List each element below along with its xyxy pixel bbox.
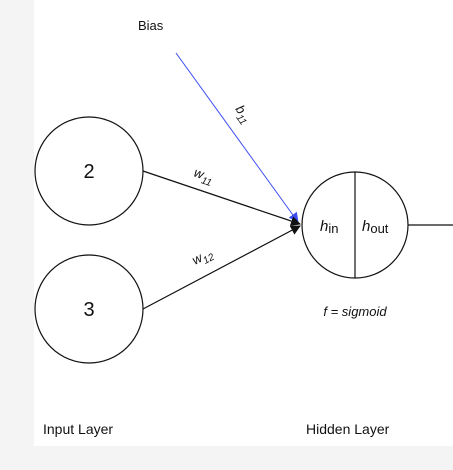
weight-label-2: w12 (189, 245, 216, 272)
weight-arrow-2 (142, 225, 301, 310)
hidden-layer-label: Hidden Layer (306, 421, 390, 437)
input-node-1-value: 2 (83, 161, 94, 183)
hidden-node-in-label: hin (320, 218, 338, 236)
weight-label-1: w11 (191, 165, 216, 189)
weight-arrow-1 (142, 170, 301, 226)
bias-weight-label: b11 (229, 102, 255, 127)
hidden-node-out-label: hout (362, 218, 389, 236)
activation-label: f = sigmoid (323, 304, 387, 319)
bias-arrow (175, 52, 299, 223)
input-layer-label: Input Layer (43, 421, 113, 437)
bias-label: Bias (138, 18, 164, 33)
input-node-2-value: 3 (83, 299, 94, 321)
